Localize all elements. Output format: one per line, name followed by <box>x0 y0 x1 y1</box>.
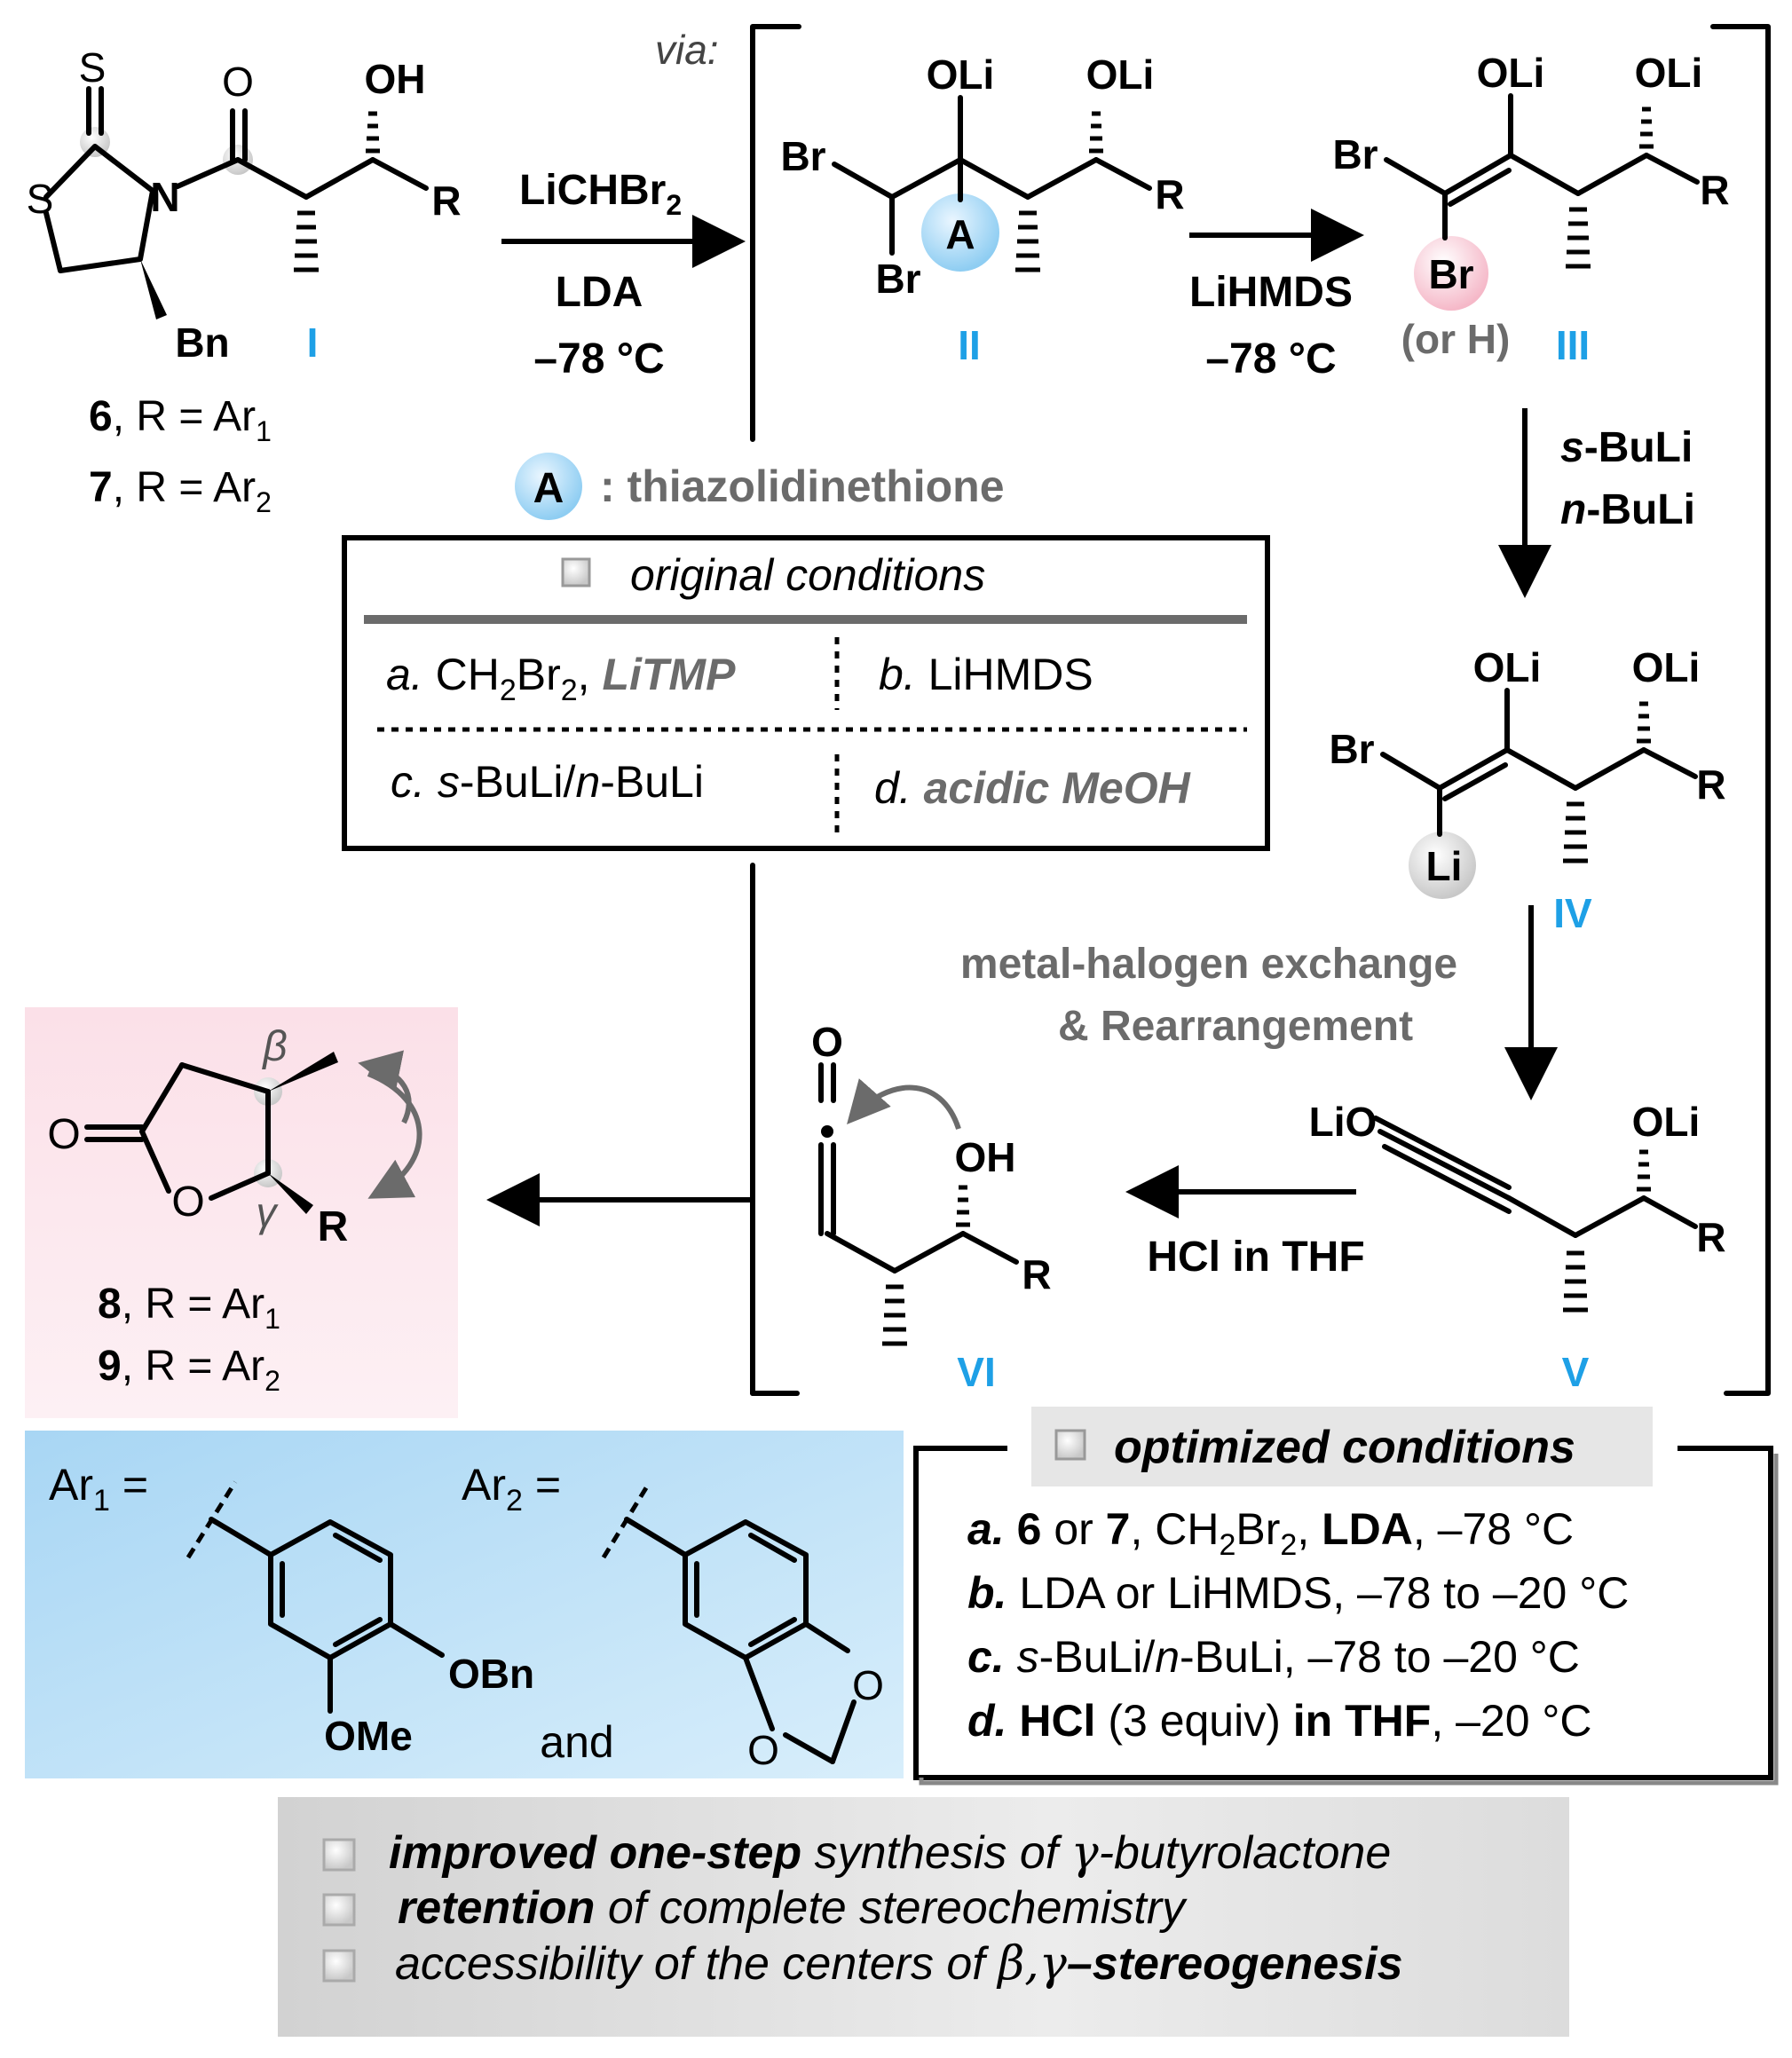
intermediate-IV: OLi OLi Br Li R IV <box>1329 644 1725 936</box>
atom-Bn: Bn <box>175 319 229 366</box>
and-text: and <box>540 1717 613 1767</box>
ar1-OBn: OBn <box>448 1651 534 1697</box>
step5-reagent: HCl in THF <box>1147 1234 1364 1281</box>
label-gamma: γ <box>257 1189 280 1235</box>
atom-N: N <box>150 174 179 220</box>
VI-OH: OH <box>955 1134 1016 1180</box>
V-LiO: LiO <box>1309 1099 1378 1145</box>
original-c: c. s-BuLi/n-BuLi <box>391 757 704 807</box>
highlight-1: improved one-step synthesis of γ-butyrol… <box>389 1826 1391 1880</box>
product-lactone: β γ O O R 8, R = Ar1 9, R = Ar2 <box>47 1023 422 1397</box>
V-OLi: OLi <box>1632 1099 1701 1145</box>
compound-7-label: 7, R = Ar2 <box>89 464 272 518</box>
highlights: improved one-step synthesis of γ-butyrol… <box>322 1826 1403 1991</box>
III-Br-2: Br <box>1428 251 1473 297</box>
IV-Li: Li <box>1426 843 1463 889</box>
II-OLi-1: OLi <box>927 51 995 98</box>
step1-base: LDA <box>556 269 643 316</box>
legend-A: A : thiazolidinethione <box>515 453 1005 520</box>
V-R: R <box>1696 1214 1725 1260</box>
compound-9-label: 9, R = Ar2 <box>98 1343 280 1397</box>
compound-8-label: 8, R = Ar1 <box>98 1281 280 1335</box>
aryl-panel <box>25 1431 904 1778</box>
original-a: a. CH2Br2, LiTMP <box>386 650 736 707</box>
intermediate-V: LiO OLi R V <box>1309 1099 1726 1395</box>
VI-R: R <box>1022 1251 1051 1297</box>
step4-line-1: metal-halogen exchange <box>960 941 1457 988</box>
II-Br-2: Br <box>875 256 920 302</box>
aryl-definitions: Ar1 = Ar2 = OBn OMe and O O <box>49 1460 884 1773</box>
ar2-O-1: O <box>852 1662 884 1708</box>
label-I: I <box>307 319 319 366</box>
III-R: R <box>1700 167 1729 213</box>
highlights-panel <box>278 1797 1569 2037</box>
highlight-2: retention of complete stereochemistry <box>398 1882 1188 1934</box>
via-label: via: <box>655 27 719 73</box>
intermediate-VI: O OH R VI <box>811 1019 1052 1395</box>
label-II: II <box>958 322 981 368</box>
step5: HCl in THF <box>1125 1165 1365 1281</box>
III-or-H: (or H) <box>1401 316 1511 362</box>
step2-temp: –78 °C <box>1205 335 1336 382</box>
III-Br-1: Br <box>1332 131 1378 177</box>
step3-reagent-2: n-BuLi <box>1560 486 1695 533</box>
label-VI: VI <box>957 1349 995 1395</box>
product-R: R <box>318 1203 349 1250</box>
optimized-b: b. LDA or LiHMDS, –78 to –20 °C <box>967 1568 1629 1618</box>
ar1-OMe: OMe <box>324 1713 413 1759</box>
ar2-O-2: O <box>747 1727 779 1773</box>
original-d: d. acidic MeOH <box>874 763 1191 813</box>
step4: metal-halogen exchange & Rearrangement <box>960 905 1558 1100</box>
optimized-conditions-box: optimized conditions a. 6 or 7, CH2Br2, … <box>913 1407 1779 1786</box>
legend-A-badge: A <box>533 465 564 512</box>
compound-6-label: 6, R = Ar1 <box>89 393 272 447</box>
III-OLi-2: OLi <box>1635 50 1703 96</box>
atom-OH: OH <box>365 56 426 102</box>
II-R: R <box>1155 171 1184 217</box>
VI-O: O <box>811 1019 843 1065</box>
step2: LiHMDS –78 °C <box>1189 209 1364 382</box>
product-O-exo: O <box>47 1111 80 1158</box>
original-b: b. LiHMDS <box>879 650 1093 699</box>
III-OLi-1: OLi <box>1477 50 1545 96</box>
atom-S-ring: S <box>27 176 54 222</box>
step1-temp: –78 °C <box>533 335 664 382</box>
atom-S-thione: S <box>79 44 107 91</box>
intermediates-bracket <box>750 24 1771 1396</box>
step1-reagent: LiCHBr2 <box>519 167 682 221</box>
IV-OLi-1: OLi <box>1473 644 1542 690</box>
label-III: III <box>1556 322 1590 368</box>
atom-R: R <box>431 177 461 224</box>
legend-A-text: : thiazolidinethione <box>600 461 1005 511</box>
II-OLi-2: OLi <box>1086 51 1155 98</box>
atom-O-carbonyl: O <box>222 59 254 105</box>
label-IV: IV <box>1553 890 1592 936</box>
IV-OLi-2: OLi <box>1632 644 1701 690</box>
IV-Br: Br <box>1329 726 1374 772</box>
step3: s-BuLi n-BuLi <box>1498 408 1695 598</box>
optimized-a: a. 6 or 7, CH2Br2, LDA, –78 °C <box>967 1504 1574 1562</box>
II-Br-1: Br <box>780 133 825 179</box>
label-beta: β <box>261 1023 287 1070</box>
II-A-badge: A <box>945 211 975 257</box>
intermediate-III: OLi OLi Br Br (or H) R III <box>1332 50 1729 368</box>
compound-I: S O OH S N R Bn I 6, R = Ar1 7, R = Ar2 <box>27 44 462 518</box>
ar2-label: Ar2 = <box>462 1460 561 1518</box>
optimized-c: c. s-BuLi/n-BuLi, –78 to –20 °C <box>967 1632 1580 1682</box>
label-V: V <box>1562 1349 1590 1395</box>
optimized-conditions-title: optimized conditions <box>1114 1422 1575 1473</box>
intermediate-II: OLi OLi Br Br A R II <box>780 51 1184 368</box>
IV-R: R <box>1696 761 1725 808</box>
original-conditions-title: original conditions <box>630 550 985 600</box>
ar1-label: Ar1 = <box>49 1460 148 1518</box>
highlight-3: accessibility of the centers of β,γ–ster… <box>395 1937 1403 1991</box>
step1: via: LiCHBr2 LDA –78 °C <box>501 27 746 382</box>
original-conditions-box: original conditions a. CH2Br2, LiTMP b. … <box>342 535 1270 851</box>
step4-line-2: & Rearrangement <box>1058 1003 1413 1050</box>
step3-reagent-1: s-BuLi <box>1560 424 1693 471</box>
product-O-ring: O <box>171 1179 204 1226</box>
optimized-d: d. HCl (3 equiv) in THF, –20 °C <box>967 1696 1592 1746</box>
step2-reagent: LiHMDS <box>1189 269 1353 316</box>
